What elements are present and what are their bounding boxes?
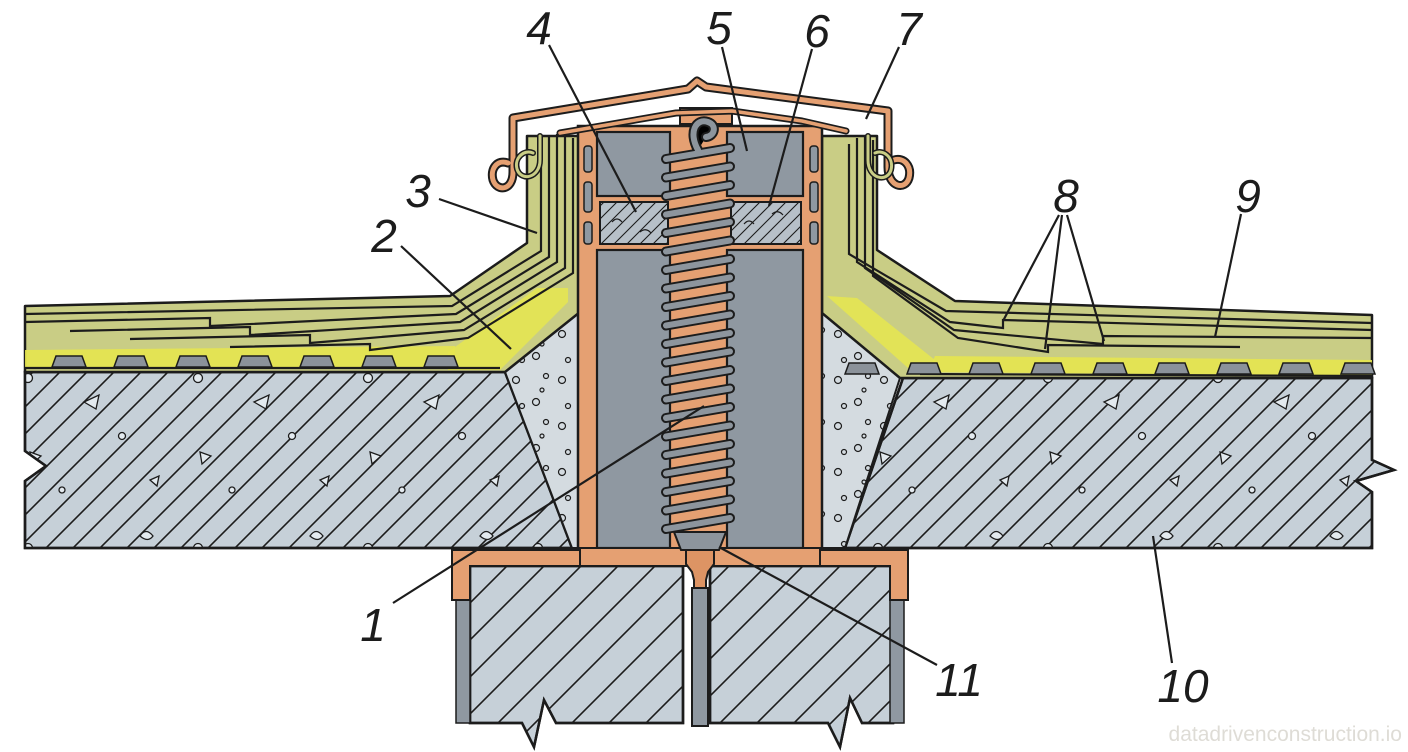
callout-9: 9 <box>1213 170 1261 338</box>
flashing-slots <box>583 145 819 245</box>
left-lower-wall <box>455 564 685 751</box>
left-roof-slab <box>23 370 574 550</box>
callout-label-7: 7 <box>896 3 923 55</box>
callout-label-10: 10 <box>1157 660 1209 712</box>
watermark: datadrivenconstruction.io <box>1169 723 1402 746</box>
callout-1: 1 <box>360 405 705 651</box>
callout-7: 7 <box>865 3 923 120</box>
callout-3: 3 <box>405 165 538 235</box>
callout-6: 6 <box>767 5 830 207</box>
callout-5: 5 <box>706 2 749 152</box>
left-membrane-tabs <box>50 355 460 368</box>
callout-10: 10 <box>1151 535 1209 712</box>
mortar-block-left <box>599 201 669 245</box>
left-membrane <box>23 134 582 374</box>
callout-11: 11 <box>718 546 983 706</box>
anchor-rod <box>691 587 709 727</box>
callout-label-4: 4 <box>526 2 552 54</box>
callout-label-5: 5 <box>706 2 732 54</box>
right-lower-wall <box>708 564 905 751</box>
joint-assembly <box>451 107 909 727</box>
callout-label-2: 2 <box>370 210 397 262</box>
callout-label-8: 8 <box>1053 170 1079 222</box>
callout-2: 2 <box>370 210 512 350</box>
callout-4: 4 <box>526 2 637 213</box>
right-roof-slab <box>843 376 1398 550</box>
callout-label-11: 11 <box>935 654 983 706</box>
mortar-block-right <box>730 201 802 245</box>
callout-8: 8 <box>1002 170 1106 350</box>
callout-label-3: 3 <box>405 165 431 217</box>
cap-flashing <box>487 76 915 193</box>
callouts: 1 2 3 4 5 6 7 8 9 10 11 <box>360 2 1261 712</box>
right-membrane-tabs <box>843 362 1377 375</box>
anchor-funnel <box>685 547 715 589</box>
spring <box>661 107 735 534</box>
callout-label-1: 1 <box>360 599 386 651</box>
callout-label-6: 6 <box>804 5 830 57</box>
callout-label-9: 9 <box>1235 170 1261 222</box>
left-porous-infill <box>503 309 581 549</box>
right-membrane <box>820 134 1377 380</box>
